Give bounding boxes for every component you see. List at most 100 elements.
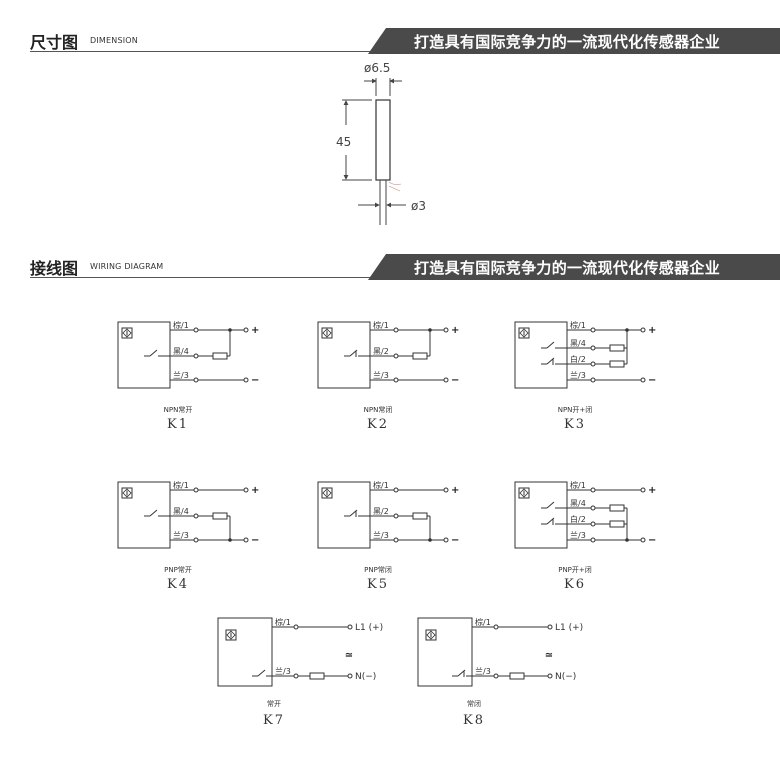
sensor-box [117, 481, 171, 549]
diagram-caption: PNP常开 [164, 565, 192, 574]
sensor-box [514, 321, 568, 389]
wire-label-output: 黑/4 [173, 507, 189, 516]
cable-diameter-label: ø3 [411, 199, 426, 213]
diagram-caption: NPN常开 [164, 405, 193, 414]
dimension-title: 尺寸图 [30, 33, 79, 52]
wire-label-blue: 兰/3 [475, 666, 491, 676]
junction-dot [228, 538, 232, 542]
load-resistor [609, 504, 625, 512]
sensor-box [417, 617, 473, 687]
wire-label-brown: 棕/1 [373, 480, 389, 490]
supply-plus-terminal [640, 487, 646, 493]
terminal-circle [590, 361, 596, 367]
diagram-caption: PNP开+闭 [558, 566, 592, 574]
supply-plus-label: + [648, 485, 656, 496]
diagram-code: K1 [167, 417, 189, 432]
sensor-symbol-icon [121, 487, 133, 499]
terminal-circle [493, 624, 499, 630]
ac-symbol: ≃ [345, 650, 353, 661]
line-terminal-label: L1 (+) [355, 623, 383, 633]
sensor-diamond-icon [122, 328, 132, 338]
terminal-circle [293, 624, 299, 630]
dimension-title-en: DIMENSION [90, 36, 138, 45]
supply-plus-terminal [443, 487, 449, 493]
slogan-text: 打造具有国际竞争力的一流现代化传感器企业 [414, 33, 721, 51]
diagram-caption: 常闭 [467, 699, 481, 708]
supply-minus-label: − [648, 535, 656, 546]
slogan-banner: 打造具有国际竞争力的一流现代化传感器企业 [368, 28, 780, 54]
supply-plus-terminal [640, 327, 646, 333]
wire-label-blue: 兰/3 [275, 666, 291, 676]
sensor-diamond-icon [519, 328, 529, 338]
load-resistor [212, 512, 228, 520]
sensor-diamond-icon [519, 488, 529, 498]
terminal-circle [193, 377, 199, 383]
wire-label-output: 黑/4 [173, 347, 189, 356]
terminal-circle [393, 377, 399, 383]
wire-label-blue: 兰/3 [373, 370, 389, 380]
neutral-terminal-label: N(−) [355, 672, 376, 682]
diagram-code: K4 [167, 577, 189, 592]
wire-label-output: 黑/2 [373, 507, 389, 516]
sensor-symbol-icon [321, 327, 333, 339]
terminal-circle [393, 327, 399, 333]
supply-plus-label: + [648, 325, 656, 336]
sensor-body [375, 99, 391, 181]
load-resistor [609, 520, 625, 528]
terminal-circle [590, 327, 596, 333]
terminal-circle [393, 537, 399, 543]
supply-minus-label: − [451, 375, 459, 386]
sensor-box [317, 321, 371, 389]
terminal-circle [590, 487, 596, 493]
switch-blade [257, 669, 266, 677]
diagram-caption: PNP常闭 [364, 565, 392, 574]
supply-plus-terminal [243, 327, 249, 333]
body-diameter-label: ø6.5 [364, 61, 390, 75]
sensor-symbol-icon [121, 327, 133, 339]
terminal-circle [293, 673, 299, 679]
supply-minus-terminal [443, 537, 449, 543]
diagram-caption: 常开 [267, 699, 281, 708]
ac-symbol: ≃ [545, 650, 553, 661]
wire-label-output: 黑/4 [570, 339, 586, 348]
sensor-diamond-icon [322, 488, 332, 498]
switch-blade [149, 509, 158, 517]
wire-label-blue: 兰/3 [173, 530, 189, 540]
supply-plus-label: + [451, 485, 459, 496]
switch-blade [149, 349, 158, 357]
load-resistor [609, 344, 625, 352]
diagram-caption: NPN开+闭 [558, 406, 593, 414]
sensor-diamond-icon [122, 488, 132, 498]
wire-label-output: 白/2 [570, 354, 586, 364]
supply-minus-terminal [243, 537, 249, 543]
neutral-terminal [547, 673, 553, 679]
terminal-circle [393, 513, 399, 519]
junction-dot [625, 328, 629, 332]
dimension-drawing [342, 78, 406, 225]
terminal-circle [590, 505, 596, 511]
terminal-circle [193, 537, 199, 543]
load-resistor [412, 512, 428, 520]
terminal-circle [590, 377, 596, 383]
wire-label-output: 白/2 [570, 514, 586, 524]
neutral-terminal [347, 673, 353, 679]
length-label: 45 [336, 135, 351, 149]
load-resistor [509, 672, 525, 680]
sensor-symbol-icon [518, 327, 530, 339]
sensor-box [217, 617, 273, 687]
junction-dot [428, 328, 432, 332]
diagram-code: K2 [367, 417, 389, 432]
terminal-circle [193, 327, 199, 333]
terminal-circle [193, 353, 199, 359]
load-resistor [609, 360, 625, 368]
supply-minus-label: − [648, 375, 656, 386]
diagram-code: K6 [564, 577, 586, 592]
slogan-banner: 打造具有国际竞争力的一流现代化传感器企业 [368, 254, 780, 280]
diagram-code: K5 [367, 577, 389, 592]
